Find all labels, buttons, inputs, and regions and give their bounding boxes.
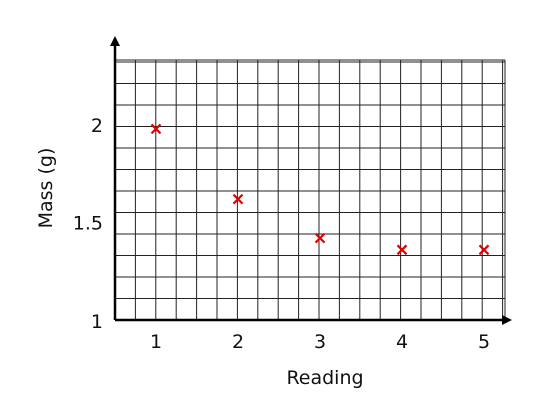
axes bbox=[110, 36, 512, 325]
y-tick-label: 1 bbox=[91, 311, 103, 333]
y-tick-labels: 11.52 bbox=[73, 115, 103, 333]
data-point-stroke bbox=[396, 244, 408, 256]
data-point bbox=[232, 193, 244, 205]
y-tick-label: 2 bbox=[91, 115, 103, 137]
x-tick-label: 3 bbox=[314, 331, 326, 353]
data-point-stroke bbox=[314, 232, 326, 244]
data-point bbox=[396, 244, 408, 256]
grid bbox=[114, 59, 506, 321]
data-point-stroke bbox=[478, 244, 490, 256]
data-point bbox=[150, 123, 162, 135]
data-point-stroke bbox=[232, 193, 244, 205]
x-tick-labels: 1 2 3 4 5 bbox=[150, 331, 490, 353]
y-tick-label: 1.5 bbox=[73, 213, 103, 235]
x-axis-arrow bbox=[502, 315, 512, 325]
data-point bbox=[314, 232, 326, 244]
y-axis-arrow bbox=[110, 36, 120, 46]
x-tick-label: 1 bbox=[150, 331, 162, 353]
x-axis-title: Reading bbox=[286, 367, 363, 389]
data-point-stroke bbox=[150, 123, 162, 135]
x-tick-label: 2 bbox=[232, 331, 244, 353]
x-tick-label: 5 bbox=[478, 331, 490, 353]
data-point bbox=[478, 244, 490, 256]
y-axis-title: Mass (g) bbox=[35, 148, 57, 229]
x-tick-label: 4 bbox=[396, 331, 408, 353]
data-points bbox=[150, 123, 490, 256]
